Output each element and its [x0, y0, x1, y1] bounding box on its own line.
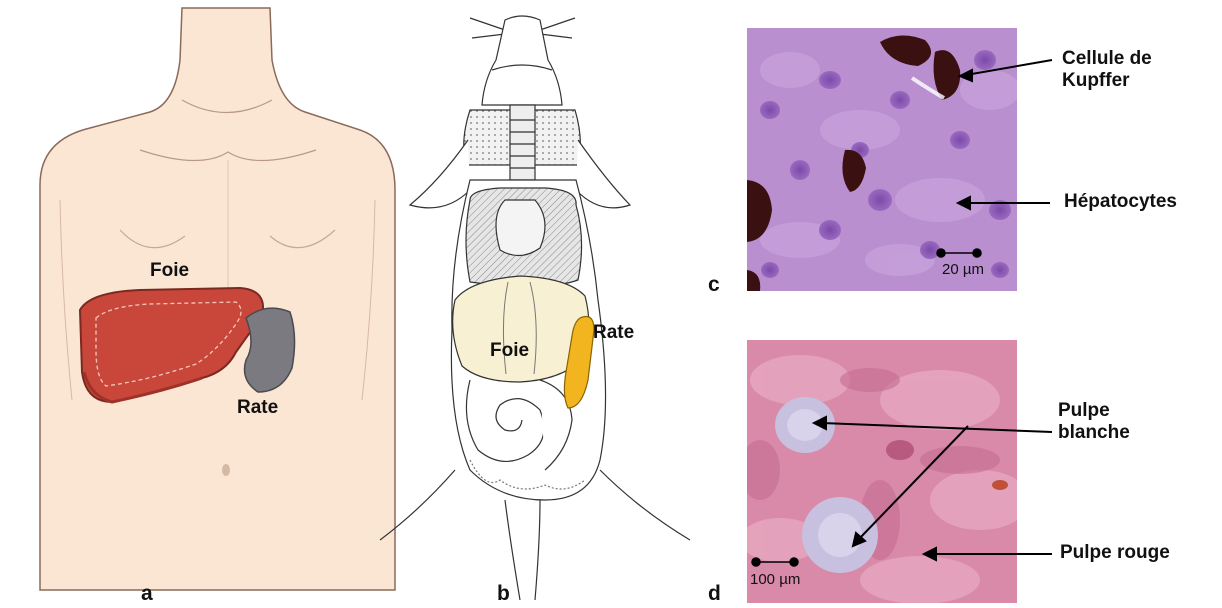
- label-red-pulp: Pulpe rouge: [1060, 542, 1170, 564]
- scale-label-d: 100 µm: [750, 571, 800, 588]
- panel-letter-a: a: [141, 582, 153, 606]
- scale-label-c: 20 µm: [942, 261, 984, 278]
- label-foie-a: Foie: [150, 260, 189, 282]
- label-rate-a: Rate: [237, 397, 278, 419]
- label-hepatocytes: Hépatocytes: [1064, 191, 1177, 213]
- panel-letter-d: d: [708, 582, 721, 606]
- panel-letter-c: c: [708, 273, 720, 297]
- spleen-histology-micrograph: [740, 340, 1030, 604]
- label-kupffer-cell: Cellule de Kupffer: [1062, 48, 1192, 92]
- label-white-pulp: Pulpe blanche: [1058, 400, 1168, 444]
- panel-letter-b: b: [497, 582, 510, 606]
- white-pulp-nodule-lower: [802, 497, 878, 573]
- label-foie-b: Foie: [490, 340, 529, 362]
- label-rate-b: Rate: [593, 322, 634, 344]
